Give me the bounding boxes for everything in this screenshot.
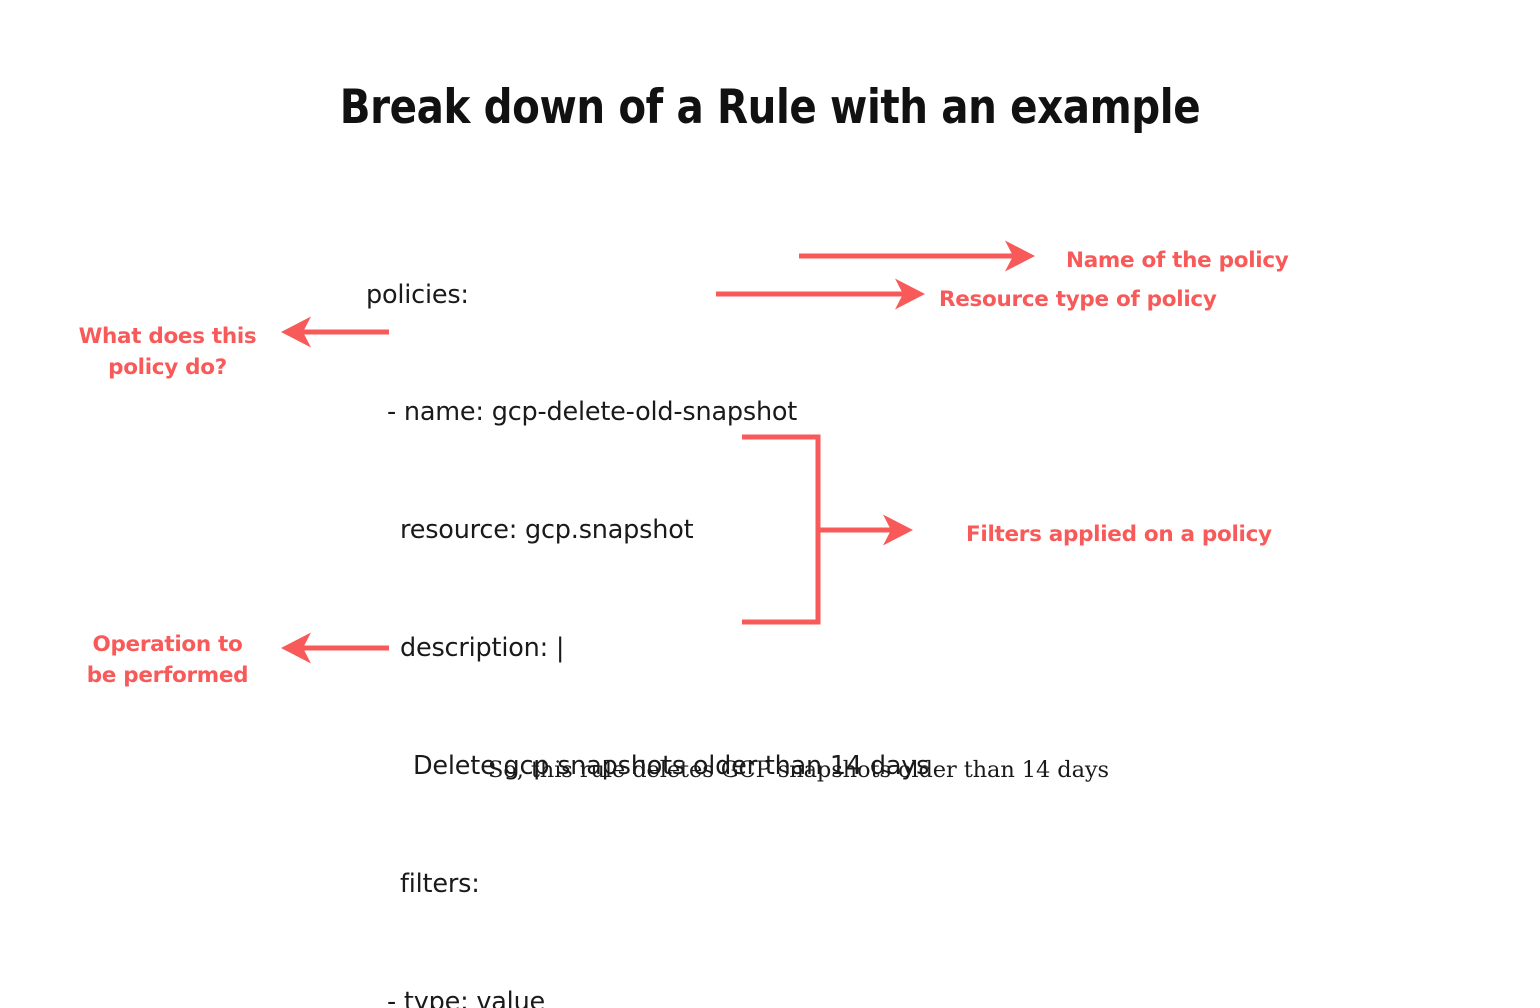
page-title: Break down of a Rule with an example (339, 80, 1201, 135)
yaml-line: filters: (400, 869, 480, 900)
yaml-line: Delete gcp snapshots older than 14 days (413, 751, 930, 782)
yaml-policy-block: policies: - name: gcp-delete-old-snapsho… (366, 197, 929, 1008)
label-name-of-policy: Name of the policy (1066, 248, 1289, 273)
label-what-does-policy-do: What does this policy do? (78, 324, 257, 380)
label-operation-performed: Operation to be performed (86, 632, 249, 688)
yaml-line: policies: (366, 279, 469, 310)
yaml-line: resource: gcp.snapshot (400, 515, 694, 546)
summary-caption: So, this rule deletes GCP snapshots olde… (488, 757, 1109, 783)
label-resource-type: Resource type of policy (939, 287, 1217, 312)
yaml-line: description: | (400, 633, 565, 664)
yaml-line: - name: gcp-delete-old-snapshot (387, 397, 798, 428)
yaml-line: - type: value (387, 986, 546, 1008)
label-filters-applied: Filters applied on a policy (966, 522, 1272, 547)
